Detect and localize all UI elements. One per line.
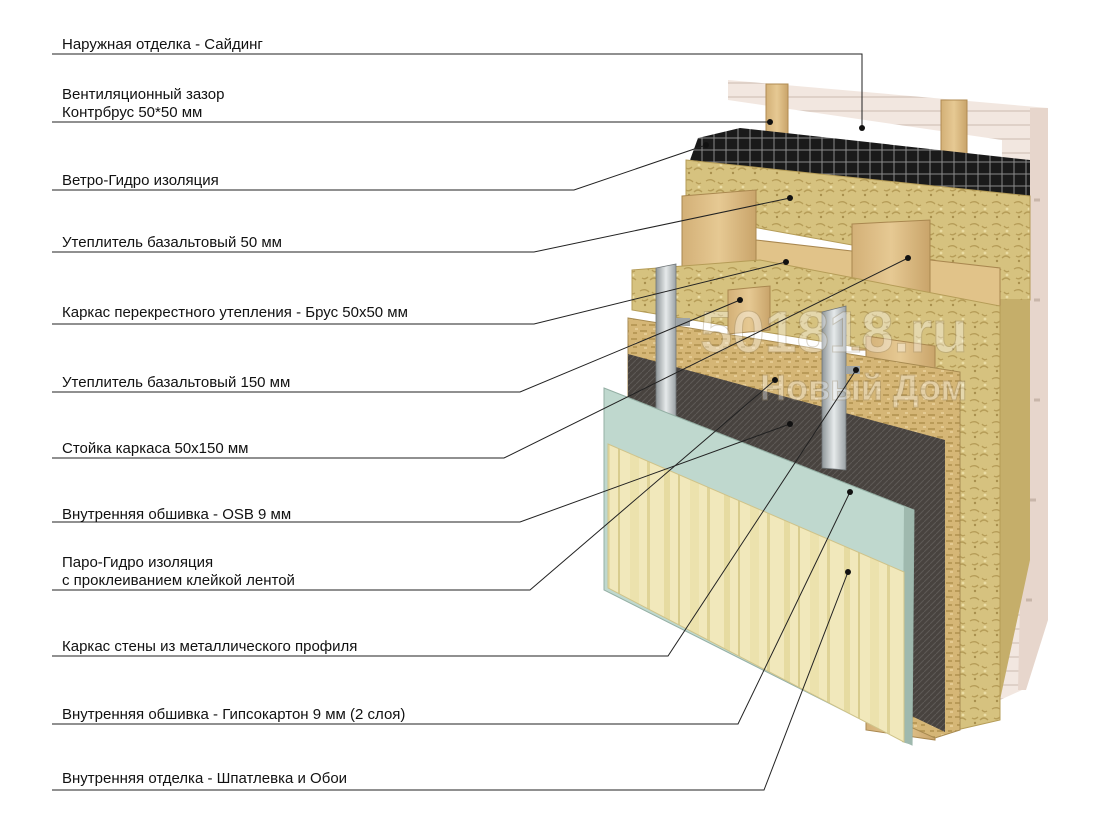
leader-osb	[52, 423, 791, 523]
label-vent-gap: Вентиляционный зазор Контрбрус 50*50 мм	[62, 86, 225, 121]
leader-wind-membrane	[52, 144, 707, 191]
leader-frame-stud	[52, 257, 909, 459]
label-vapor-barrier: Паро-Гидро изоляция с проклеиванием клей…	[62, 554, 295, 589]
wallpaper-layer	[607, 443, 905, 743]
label-wind-membrane: Ветро-Гидро изоляция	[62, 172, 219, 189]
leader-vapor-barrier	[52, 379, 776, 591]
leader-metal-frame	[52, 369, 857, 657]
label-drywall: Внутренняя обшивка - Гипсокартон 9 мм (2…	[62, 706, 406, 723]
label-osb: Внутренняя обшивка - OSB 9 мм	[62, 506, 292, 523]
svg-text:Новый Дом: Новый Дом	[760, 367, 967, 408]
leader-insulation-150	[52, 299, 741, 393]
label-siding: Наружная отделка - Сайдинг	[62, 36, 263, 53]
leader-drywall	[52, 491, 851, 725]
label-insulation-50: Утеплитель базальтовый 50 мм	[62, 234, 282, 251]
label-metal-frame: Каркас стены из металлического профиля	[62, 638, 358, 655]
leader-dots	[703, 119, 911, 575]
leader-cross-frame	[52, 261, 787, 325]
label-cross-frame: Каркас перекрестного утепления - Брус 50…	[62, 304, 408, 321]
leader-lines	[52, 53, 909, 791]
label-finish: Внутренняя отделка - Шпатлевка и Обои	[62, 770, 348, 787]
label-frame-stud: Стойка каркаса 50х150 мм	[62, 440, 249, 457]
watermark: 501818.ru Новый Дом	[700, 300, 969, 409]
label-insulation-150: Утеплитель базальтовый 150 мм	[62, 374, 291, 391]
leader-insulation-50	[52, 197, 791, 253]
metal-profiles	[655, 263, 860, 471]
wind-membrane-layer	[690, 128, 1030, 200]
leader-finish	[52, 571, 849, 791]
leader-siding	[52, 53, 863, 128]
svg-text:501818.ru: 501818.ru	[700, 300, 968, 365]
